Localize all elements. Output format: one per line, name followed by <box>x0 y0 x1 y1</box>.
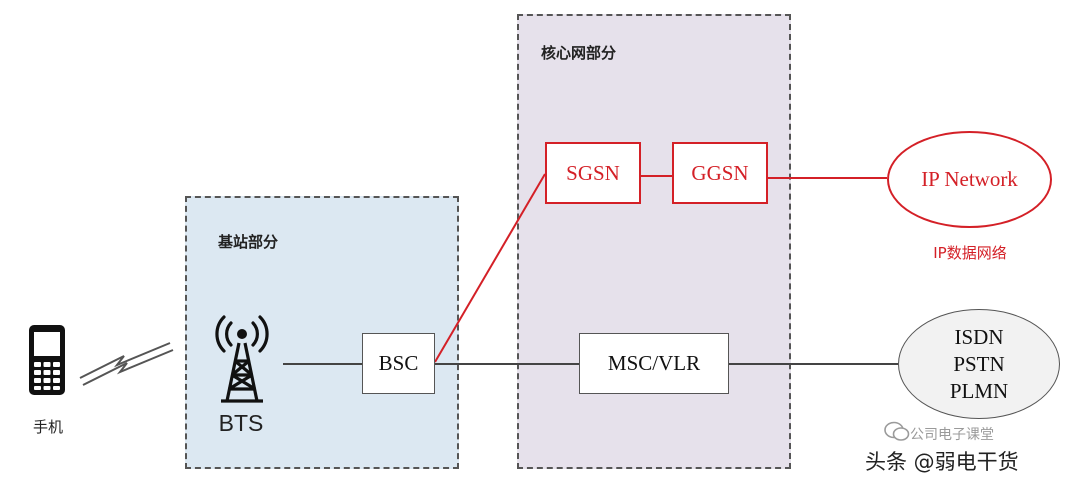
ip-network-label: IP Network <box>921 167 1018 191</box>
bts-label: BTS <box>218 410 264 436</box>
msc-vlr-node: MSC/VLR <box>579 333 729 394</box>
bsc-node: BSC <box>362 333 435 394</box>
wechat-icon <box>884 421 910 441</box>
watermark-source: 公司电子课堂 <box>910 427 994 443</box>
external-network-node: ISDN PSTN PLMN <box>898 309 1060 419</box>
core-network-region-title: 核心网部分 <box>541 44 617 62</box>
phone-label: 手机 <box>32 418 63 436</box>
radio-tower-icon <box>215 315 269 403</box>
watermark-author: 头条 @弱电干货 <box>865 450 1019 474</box>
ip-network-node: IP Network <box>887 131 1052 228</box>
base-station-region-title: 基站部分 <box>218 233 279 251</box>
link-bsc-sgsn <box>434 173 546 363</box>
pstn-label: PSTN <box>953 351 1005 376</box>
ip-network-caption: IP数据网络 <box>933 244 1007 262</box>
wireless-link-icon-shadow <box>82 349 174 386</box>
ggsn-node: GGSN <box>672 142 768 204</box>
plmn-label: PLMN <box>949 378 1009 403</box>
mobile-phone-icon <box>29 325 65 395</box>
wireless-link-icon <box>79 342 171 379</box>
base-station-region: 基站部分 <box>185 196 459 469</box>
isdn-label: ISDN <box>954 324 1004 349</box>
sgsn-node: SGSN <box>545 142 641 204</box>
